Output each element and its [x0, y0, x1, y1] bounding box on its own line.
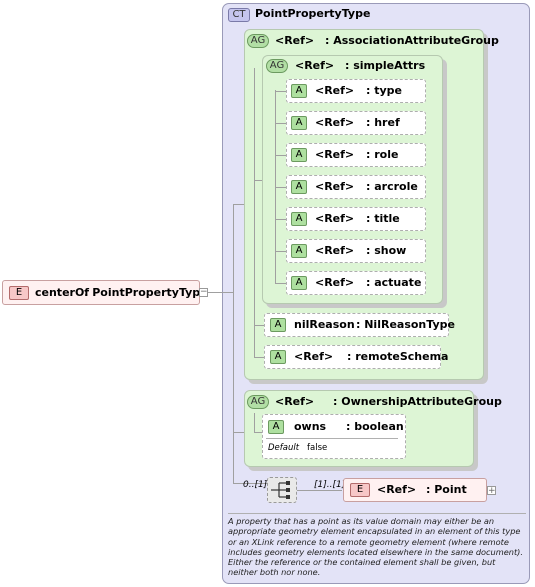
simple-attrs-trunk [275, 90, 276, 283]
default-label: Default [268, 443, 300, 453]
sequence-compositor[interactable] [267, 477, 297, 503]
attr-show[interactable] [286, 239, 426, 263]
root-element[interactable] [2, 280, 200, 305]
attr-ref: <Ref> [315, 148, 355, 161]
assoc-trunk [254, 68, 255, 357]
attr-remote-schema[interactable] [264, 345, 441, 369]
attr-type: : NilReasonType [356, 318, 455, 331]
point-name: : Point [426, 483, 467, 496]
main-trunk [233, 204, 234, 484]
attr-ref: <Ref> [315, 276, 355, 289]
attr-title[interactable] [286, 207, 426, 231]
attr-badge: A [291, 180, 307, 194]
default-value: false [307, 443, 328, 453]
attr-type[interactable] [286, 79, 426, 103]
sequence-icon [271, 481, 290, 499]
branch-ownership [233, 432, 245, 433]
root-label: centerOf [35, 286, 90, 299]
simple-attrs-name: : simpleAttrs [345, 59, 426, 72]
attr-name: owns [294, 420, 327, 433]
attr-badge: A [291, 148, 307, 162]
ownership-group-ref: <Ref> [275, 395, 315, 408]
root-badge: E [9, 286, 29, 300]
attr-actuate[interactable] [286, 271, 426, 295]
complex-type-badge: CT [228, 8, 250, 22]
attr-badge: A [291, 116, 307, 130]
sequence-multiplicity: 0..[1] [243, 480, 268, 490]
ownership-group-name: : OwnershipAttributeGroup [333, 395, 502, 408]
root-connector [208, 292, 234, 293]
attr-ref: <Ref> [315, 116, 355, 129]
attr-badge: A [270, 350, 286, 364]
root-type: : PointPropertyType [84, 286, 208, 299]
attr-badge: A [270, 318, 286, 332]
attr-badge: A [291, 244, 307, 258]
attr-nil-reason[interactable] [264, 313, 449, 337]
point-element[interactable] [343, 478, 487, 502]
collapse-icon[interactable]: − [199, 287, 208, 297]
simple-attrs-ref: <Ref> [295, 59, 335, 72]
attr-ref: <Ref> [294, 350, 334, 363]
attr-ref: <Ref> [315, 84, 355, 97]
expand-icon[interactable]: + [487, 486, 496, 496]
point-ref: <Ref> [377, 483, 417, 496]
attr-name: : role [366, 148, 399, 161]
attr-href[interactable] [286, 111, 426, 135]
association-group-name: : AssociationAttributeGroup [325, 34, 499, 47]
attr-name: : title [366, 212, 400, 225]
attr-badge: A [291, 276, 307, 290]
attr-name: : actuate [366, 276, 422, 289]
description-separator [228, 513, 526, 514]
attr-name: : type [366, 84, 402, 97]
attr-ref: <Ref> [315, 180, 355, 193]
attr-name: : href [366, 116, 400, 129]
branch-sequence [233, 483, 269, 484]
attr-type: : boolean [346, 420, 404, 433]
association-group-badge: AG [247, 34, 269, 48]
attr-ref: <Ref> [315, 212, 355, 225]
simple-attrs-badge: AG [266, 59, 288, 73]
attr-name: : show [366, 244, 407, 257]
description: A property that has a point as its value… [228, 516, 523, 578]
association-group-ref: <Ref> [275, 34, 315, 47]
attr-ref: <Ref> [315, 244, 355, 257]
branch-association [233, 204, 245, 205]
attr-badge: A [268, 420, 284, 434]
attr-owns[interactable] [262, 414, 406, 459]
attr-separator [266, 438, 398, 439]
complex-type-title: PointPropertyType [255, 7, 371, 20]
attr-badge: A [291, 212, 307, 226]
ownership-group-badge: AG [247, 395, 269, 409]
attr-name: : arcrole [366, 180, 418, 193]
attr-name: nilReason [294, 318, 355, 331]
attr-arcrole[interactable] [286, 175, 426, 199]
attr-badge: A [291, 84, 307, 98]
point-multiplicity: [1]..[1] [314, 480, 346, 490]
attr-name: : remoteSchema [347, 350, 449, 363]
point-badge: E [350, 483, 370, 497]
attr-role[interactable] [286, 143, 426, 167]
